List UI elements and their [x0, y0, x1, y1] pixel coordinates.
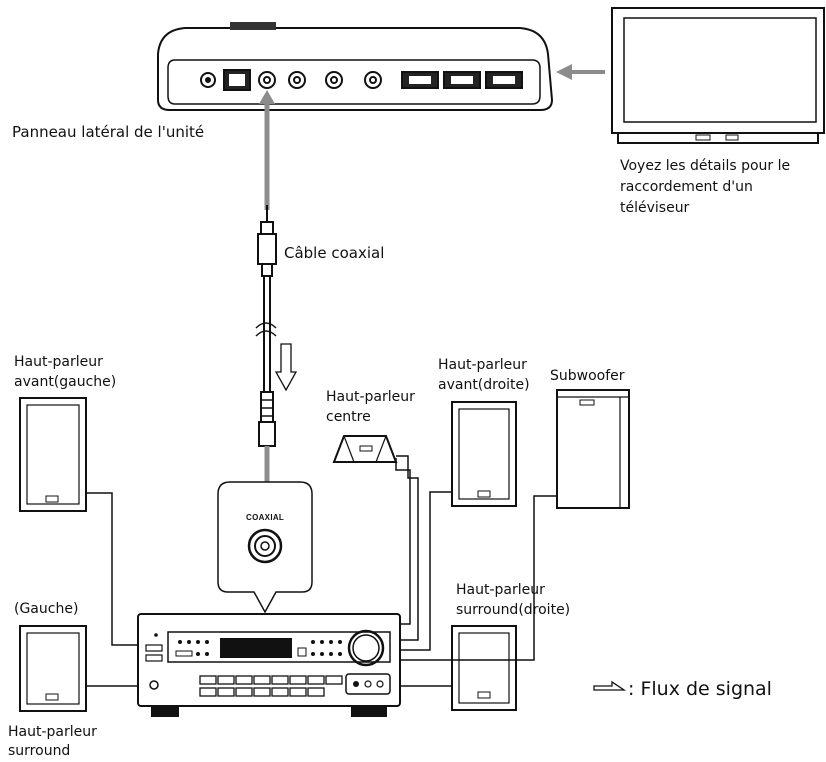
label-surround-right-line1: Haut-parleur [456, 582, 545, 598]
label-coaxial-jack: COAXIAL [246, 513, 285, 522]
speaker-surround-right [451, 625, 517, 711]
television [611, 7, 825, 144]
label-front-right-line1: Haut-parleur [438, 357, 527, 373]
coaxial-cable [255, 90, 277, 502]
speaker-surround-left [19, 625, 87, 712]
label-left: (Gauche) [14, 601, 79, 617]
label-center-line1: Haut-parleur [326, 389, 415, 405]
speaker-center [332, 435, 398, 463]
label-front-left-line1: Haut-parleur [14, 354, 103, 370]
speaker-front-right [451, 401, 517, 507]
label-tv-note-line2: raccordement d'un [620, 179, 753, 195]
label-tv-note-line3: téléviseur [620, 200, 690, 216]
coaxial-callout [217, 481, 313, 614]
label-coax-cable: Câble coaxial [284, 244, 385, 262]
label-surround-right-line2: surround(droite) [456, 602, 571, 618]
label-surround-left-line1: Haut-parleur [8, 724, 97, 740]
tv-to-unit-arrow [556, 64, 605, 80]
label-surround-left-line2: surround [8, 743, 71, 759]
signal-flow-legend-icon [593, 680, 627, 691]
label-center-line2: centre [326, 409, 371, 425]
speaker-wires [86, 455, 557, 687]
av-receiver [137, 613, 401, 717]
signal-flow-arrow-icon [274, 343, 298, 392]
label-front-right-line2: avant(droite) [438, 377, 530, 393]
label-unit-panel: Panneau latéral de l'unité [12, 123, 205, 141]
dvd-unit [157, 22, 554, 111]
subwoofer-box [556, 389, 630, 509]
label-front-left-line2: avant(gauche) [14, 374, 117, 390]
label-subwoofer: Subwoofer [550, 368, 625, 384]
label-signal-flow: : Flux de signal [628, 678, 772, 700]
label-tv-note-line1: Voyez les détails pour le [620, 158, 791, 174]
speaker-front-left [19, 397, 87, 512]
